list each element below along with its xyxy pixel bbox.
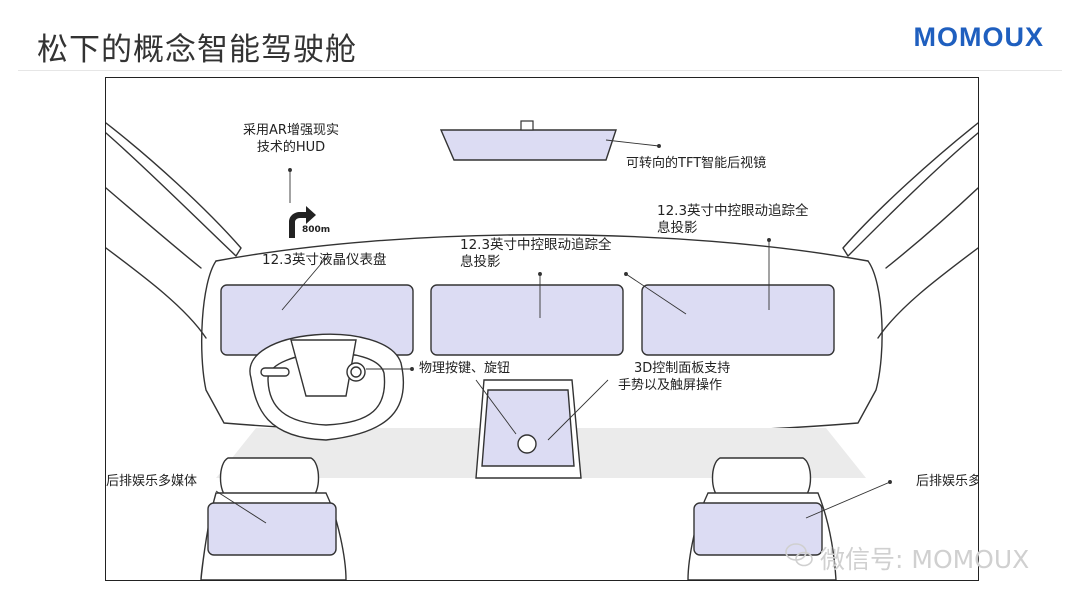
hud-label-line2: 技术的HUD	[256, 140, 326, 155]
hud-label-line1: 采用AR增强现实	[243, 123, 339, 138]
rear-right-label: 后排娱乐多媒体	[916, 474, 979, 489]
left-pillar	[106, 122, 242, 257]
panel-label-line1: 3D控制面板支持	[634, 361, 731, 376]
mirror-label: 可转向的TFT智能后视镜	[626, 156, 767, 171]
wechat-icon	[785, 543, 813, 567]
panel-label-line2: 手势以及触屏操作	[618, 378, 723, 393]
mirror-leader	[605, 139, 660, 147]
center-screen-label: 12.3英寸中控眼动追踪全 息投影	[460, 237, 612, 271]
rear-left-screen	[207, 502, 337, 556]
panel-leader	[547, 379, 609, 441]
panel-label: 3D控制面板支持 手势以及触屏操作	[618, 360, 730, 394]
right-screen-label-line2: 息投影	[657, 220, 698, 236]
center-leader-2	[625, 273, 687, 315]
left-pillar-inner	[106, 187, 202, 269]
knob-leader	[475, 379, 517, 435]
center-screen-label-line1: 12.3英寸中控眼动追踪全	[460, 237, 612, 253]
brand-logo: MOMOUX	[913, 22, 1044, 52]
center-screen-label-line2: 息投影	[460, 254, 501, 270]
right-screen-label: 12.3英寸中控眼动追踪全 息投影	[657, 203, 809, 237]
header-divider	[18, 70, 1062, 71]
right-seat-headrest	[711, 457, 812, 499]
watermark: 微信号: MOMOUX	[820, 545, 1030, 574]
rear-left-label: 后排娱乐多媒体	[106, 474, 198, 489]
cluster-label: 12.3英寸液晶仪表盘	[262, 252, 387, 268]
control-panel	[481, 389, 575, 467]
right-door	[877, 247, 978, 339]
right-screen-label-line1: 12.3英寸中控眼动追踪全	[657, 203, 809, 219]
hud-turn-arrow	[289, 206, 316, 238]
cockpit-illustration	[106, 120, 978, 580]
hud-label: 采用AR增强现实 技术的HUD	[231, 122, 351, 156]
page-title: 松下的概念智能驾驶舱	[37, 32, 357, 68]
console-knob	[517, 434, 537, 454]
buttons-label: 物理按键、旋钮	[419, 361, 511, 376]
rear-left-leader	[215, 490, 267, 524]
dash-top	[215, 234, 869, 262]
right-pillar-inner	[885, 187, 978, 269]
hud-distance-label: 800m	[302, 225, 331, 235]
left-seat-headrest	[219, 457, 320, 499]
left-door	[106, 247, 207, 339]
steering-hub	[290, 339, 357, 397]
cockpit-diagram: 800m 采用AR增强现实 技术的HUD 可转向的TFT智能后视镜 12.3英寸…	[105, 77, 979, 581]
rear-right-screen	[693, 502, 823, 556]
rear-mirror	[439, 129, 617, 161]
cluster-leader	[281, 257, 327, 311]
right-pillar	[842, 122, 978, 257]
right-screen	[641, 284, 835, 356]
rear-right-leader	[805, 481, 891, 519]
center-screen	[430, 284, 624, 356]
